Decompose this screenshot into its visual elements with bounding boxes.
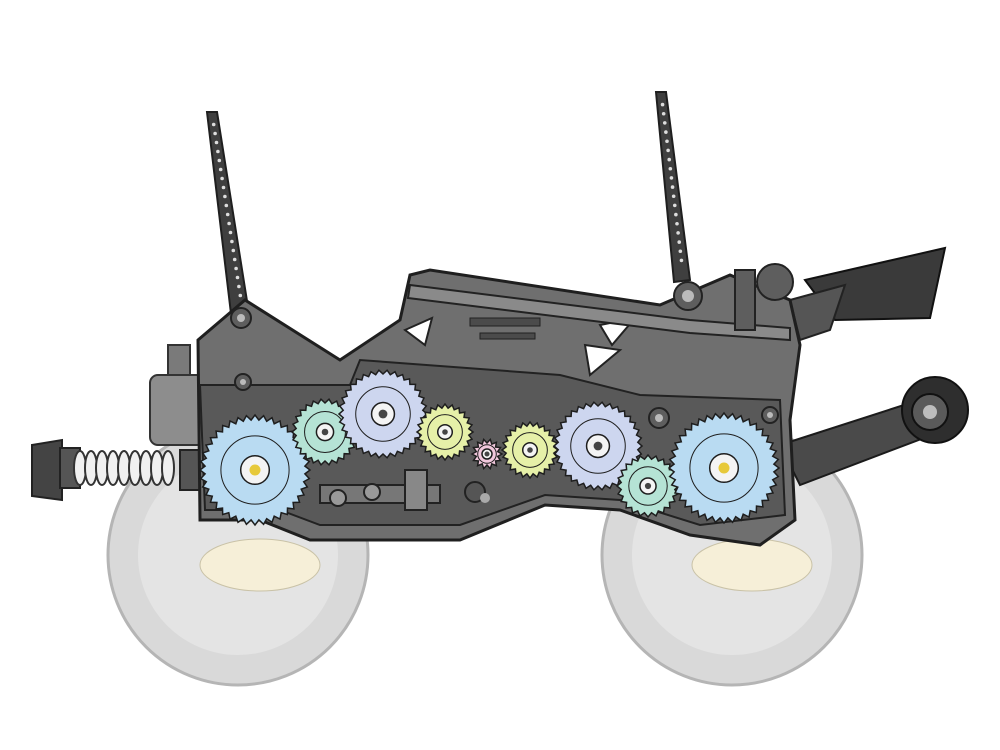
right-teal-gear bbox=[615, 453, 681, 519]
front-roller bbox=[901, 376, 969, 444]
left-counter-gear bbox=[337, 369, 429, 459]
rear-antenna bbox=[205, 111, 252, 324]
right-counter-gear bbox=[552, 401, 644, 491]
left-yellow-gear bbox=[415, 402, 475, 462]
front-antenna bbox=[654, 91, 692, 284]
right-yellow-gear bbox=[500, 420, 560, 480]
pinion-gear bbox=[470, 437, 504, 471]
right-wheel-gear bbox=[667, 411, 781, 525]
left-wheel-gear bbox=[198, 413, 312, 527]
gear-train bbox=[198, 369, 781, 527]
rear-damper bbox=[149, 374, 206, 446]
rear-bumper-spring bbox=[31, 438, 203, 502]
